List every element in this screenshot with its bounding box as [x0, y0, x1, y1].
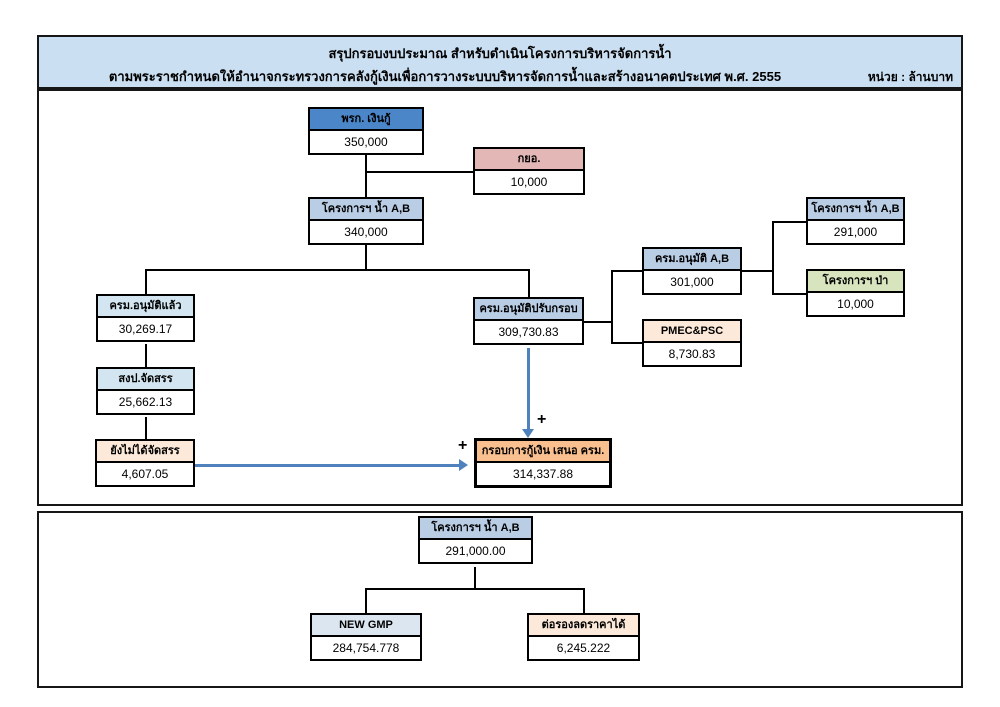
connector [365, 171, 473, 173]
connector [528, 269, 530, 297]
connector [145, 344, 147, 367]
connector [145, 269, 147, 294]
sum-arrow-vertical [527, 348, 530, 430]
connector [365, 588, 367, 613]
node-value: 8,730.83 [644, 343, 740, 365]
node-value: 30,269.17 [98, 318, 193, 340]
node-label: ครม.อนุมัติแล้ว [98, 296, 193, 318]
node-project-water-ab-right: โครงการฯ น้ำ A,B 291,000 [806, 197, 905, 245]
node-value: 340,000 [310, 221, 422, 243]
node-crm-approved: ครม.อนุมัติแล้ว 30,269.17 [96, 294, 195, 342]
plus-sign-left: + [458, 437, 468, 454]
node-label: กยอ. [475, 149, 583, 171]
node-project-water-ab-bottom: โครงการฯ น้ำ A,B 291,000.00 [418, 516, 533, 564]
arrow-down-icon [522, 429, 534, 438]
page-subtitle: ตามพระราชกำหนดให้อำนาจกระทรวงการคลังกู้เ… [108, 69, 782, 84]
node-value: 10,000 [475, 171, 583, 193]
node-value: 301,000 [644, 271, 740, 293]
node-value: 291,000 [808, 221, 903, 243]
unit-label: หน่วย : ล้านบาท [867, 70, 953, 84]
connector [611, 342, 642, 344]
connector [365, 245, 367, 271]
node-label: โครงการฯ น้ำ A,B [808, 199, 903, 221]
connector [145, 417, 147, 439]
node-new-gmp: NEW GMP 284,754.778 [310, 613, 422, 661]
connector [474, 567, 476, 590]
node-value: 25,662.13 [98, 391, 193, 413]
connector [611, 270, 642, 272]
node-kyo: กยอ. 10,000 [473, 147, 585, 195]
node-value: 4,607.05 [97, 463, 193, 485]
page-title: สรุปกรอบงบประมาณ สำหรับดำเนินโครงการบริห… [328, 46, 672, 61]
node-value: 6,245.222 [529, 637, 638, 659]
connector [365, 588, 585, 590]
node-label: พรก. เงินกู้ [310, 109, 422, 131]
connector [584, 321, 613, 323]
node-pmec-psc: PMEC&PSC 8,730.83 [642, 319, 742, 367]
node-negotiated-discount: ต่อรองลดราคาได้ 6,245.222 [527, 613, 640, 661]
connector [583, 588, 585, 613]
connector [772, 293, 806, 295]
connector [772, 221, 774, 295]
node-not-yet-allocated: ยังไม่ได้จัดสรร 4,607.05 [95, 439, 195, 487]
node-value: 10,000 [808, 293, 903, 315]
node-crm-adjusted-frame: ครม.อนุมัติปรับกรอบ 309,730.83 [473, 297, 584, 345]
connector [611, 270, 613, 344]
node-value: 284,754.778 [312, 637, 420, 659]
node-value: 309,730.83 [475, 321, 582, 343]
connector [365, 155, 367, 197]
node-label: โครงการฯ น้ำ A,B [420, 518, 531, 540]
node-label: ครม.อนุมัติ A,B [644, 249, 740, 271]
node-value: 291,000.00 [420, 540, 531, 562]
node-prk-loan: พรก. เงินกู้ 350,000 [308, 107, 424, 155]
sum-arrow-horizontal [194, 464, 460, 467]
node-label: โครงการฯ ป่า [808, 271, 903, 293]
node-label: PMEC&PSC [644, 321, 740, 343]
node-label: ครม.อนุมัติปรับกรอบ [475, 299, 582, 321]
plus-sign-top: + [537, 411, 547, 428]
connector [145, 269, 530, 271]
node-value: 350,000 [310, 131, 422, 153]
arrow-right-icon [459, 459, 468, 471]
node-label: ต่อรองลดราคาได้ [529, 615, 638, 637]
node-value: 314,337.88 [477, 463, 609, 485]
node-sngp-allocated: สงป.จัดสรร 25,662.13 [96, 367, 195, 415]
node-label: NEW GMP [312, 615, 420, 637]
node-loan-frame-proposed: กรอบการกู้เงิน เสนอ ครม. 314,337.88 [474, 438, 612, 488]
node-crm-approved-ab: ครม.อนุมัติ A,B 301,000 [642, 247, 742, 295]
node-label: กรอบการกู้เงิน เสนอ ครม. [477, 441, 609, 463]
node-project-water-ab: โครงการฯ น้ำ A,B 340,000 [308, 197, 424, 245]
connector [742, 270, 774, 272]
node-project-forest: โครงการฯ ป่า 10,000 [806, 269, 905, 317]
node-label: ยังไม่ได้จัดสรร [97, 441, 193, 463]
connector [772, 221, 806, 223]
node-label: สงป.จัดสรร [98, 369, 193, 391]
node-label: โครงการฯ น้ำ A,B [310, 199, 422, 221]
title-panel: สรุปกรอบงบประมาณ สำหรับดำเนินโครงการบริห… [37, 35, 963, 89]
